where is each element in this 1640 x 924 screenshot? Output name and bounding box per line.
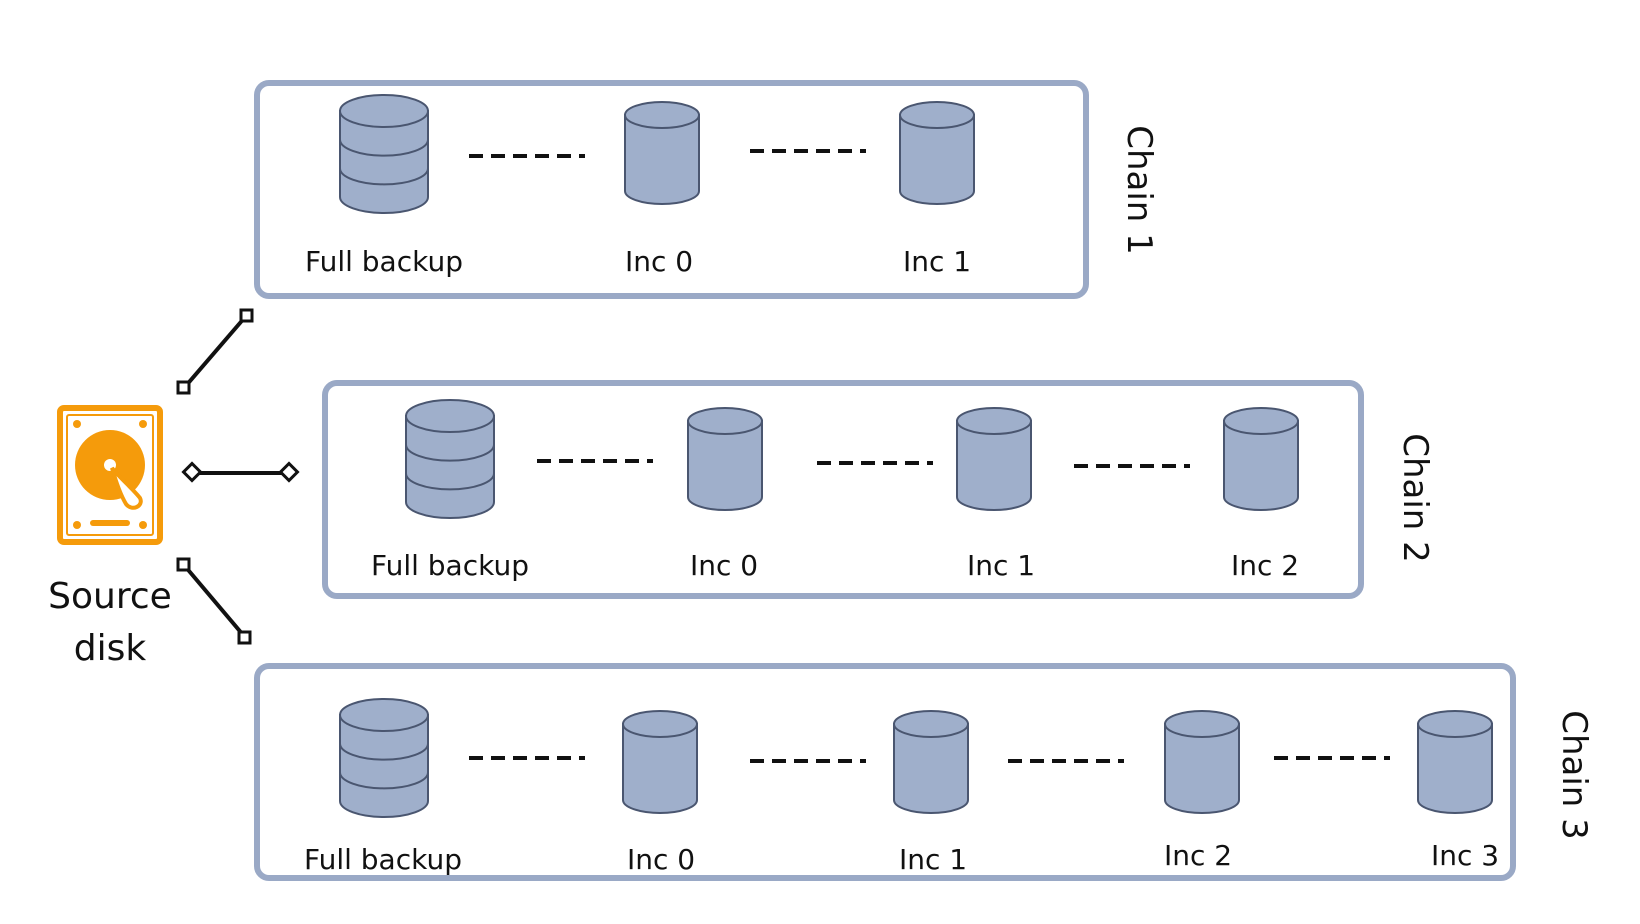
incremental-backup-cylinder-icon xyxy=(1417,710,1493,814)
node-label: Full backup xyxy=(305,245,463,278)
node-label: Inc 2 xyxy=(1164,839,1232,872)
full-backup-database-icon xyxy=(405,399,495,519)
incremental-backup-cylinder-icon xyxy=(1164,710,1240,814)
chain-3-node-labels: Full backup Inc 0 Inc 1 Inc 2 Inc 3 xyxy=(304,839,1499,876)
chain-2-node-labels: Full backup Inc 0 Inc 1 Inc 2 xyxy=(371,549,1299,582)
node-label: Inc 1 xyxy=(903,245,971,278)
node-label: Full backup xyxy=(371,549,529,582)
source-connectors xyxy=(176,308,300,645)
chain-1-label: Chain 1 xyxy=(1119,125,1159,255)
incremental-backup-cylinder-icon xyxy=(893,710,969,814)
connector-chain-1 xyxy=(176,308,254,395)
incremental-backup-cylinder-icon xyxy=(622,710,698,814)
chain-1-node-labels: Full backup Inc 0 Inc 1 xyxy=(305,245,971,278)
incremental-backup-cylinder-icon xyxy=(624,101,700,205)
source-disk-label-line2: disk xyxy=(74,628,147,669)
hard-disk-icon xyxy=(57,405,163,545)
node-label: Inc 3 xyxy=(1431,839,1499,872)
node-label: Inc 0 xyxy=(625,245,693,278)
full-backup-database-icon xyxy=(339,94,429,214)
source-disk-label-line1: Source xyxy=(48,576,172,617)
incremental-backup-cylinder-icon xyxy=(687,407,763,511)
node-label: Inc 0 xyxy=(690,549,758,582)
chain-3-label: Chain 3 xyxy=(1554,710,1594,840)
node-label: Inc 1 xyxy=(899,843,967,876)
chain-1-links xyxy=(469,149,866,158)
node-label: Inc 2 xyxy=(1231,549,1299,582)
chain-2-box xyxy=(322,380,1364,599)
chain-2-label: Chain 2 xyxy=(1395,433,1435,563)
chain-3-links xyxy=(469,756,1390,763)
node-label: Inc 0 xyxy=(627,843,695,876)
node-label: Inc 1 xyxy=(967,549,1035,582)
connector-chain-2 xyxy=(181,461,300,483)
full-backup-database-icon xyxy=(339,698,429,818)
incremental-backup-cylinder-icon xyxy=(1223,407,1299,511)
connector-chain-3 xyxy=(176,557,252,645)
incremental-backup-cylinder-icon xyxy=(899,101,975,205)
node-label: Full backup xyxy=(304,843,462,876)
backup-nodes xyxy=(339,94,1493,818)
incremental-backup-cylinder-icon xyxy=(956,407,1032,511)
chain-2-links xyxy=(537,459,1190,468)
